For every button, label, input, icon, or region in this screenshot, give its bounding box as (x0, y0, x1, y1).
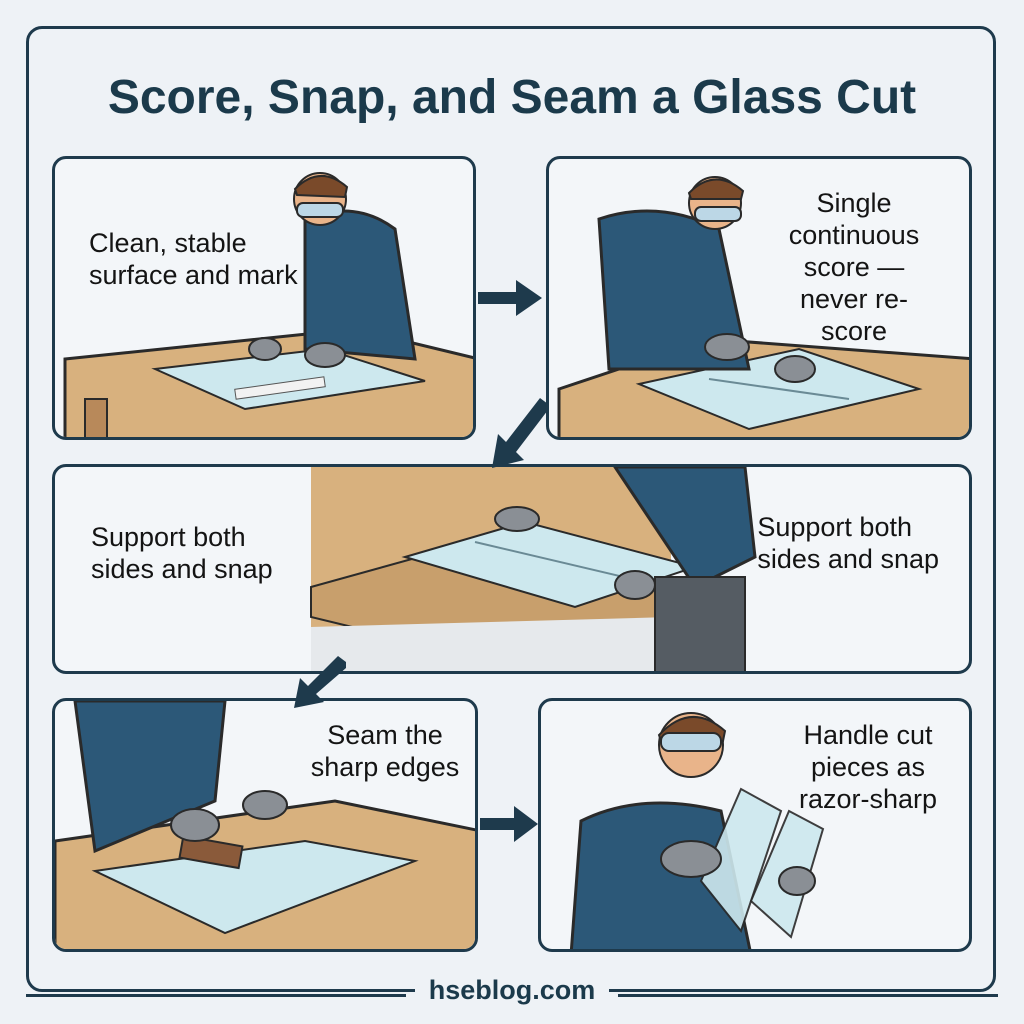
step-caption-handle: Handle cut pieces as razor-sharp (798, 720, 938, 814)
footer-rule-left (26, 994, 406, 997)
step-caption-mark: Clean, stable surface and mark (89, 228, 298, 290)
step-panel-seam: Seam the sharp edges (52, 698, 478, 952)
step-panel-handle: Handle cut pieces as razor-sharp (538, 698, 972, 952)
snap-scene-illustration (310, 467, 757, 671)
step-caption-snap-right: Support both sides and snap (757, 512, 939, 574)
step-caption-snap-left: Support both sides and snap (91, 522, 273, 584)
step-caption-seam: Seam the sharp edges (310, 720, 460, 782)
seam-scene-illustration (55, 701, 475, 949)
footer-site-label: hseblog.com (0, 975, 1024, 1006)
arrow-right-icon (480, 806, 538, 842)
footer-rule-right (618, 994, 998, 997)
mark-scene-illustration (63, 172, 473, 437)
score-scene-illustration (557, 176, 969, 437)
step-panel-score: Single continuous score — never re-score (546, 156, 972, 440)
page-title: Score, Snap, and Seam a Glass Cut (107, 71, 917, 124)
arrow-down-left-icon (492, 398, 548, 468)
arrow-right-icon (478, 280, 542, 316)
step-panel-mark: Clean, stable surface and mark (52, 156, 476, 440)
step-caption-score: Single continuous score — never re-score (788, 188, 920, 346)
footer-text: hseblog.com (414, 975, 610, 1005)
arrow-down-left-icon (294, 656, 346, 708)
handle-scene-illustration (569, 712, 825, 949)
step-panel-snap: Support both sides and snap Support both… (52, 464, 972, 674)
